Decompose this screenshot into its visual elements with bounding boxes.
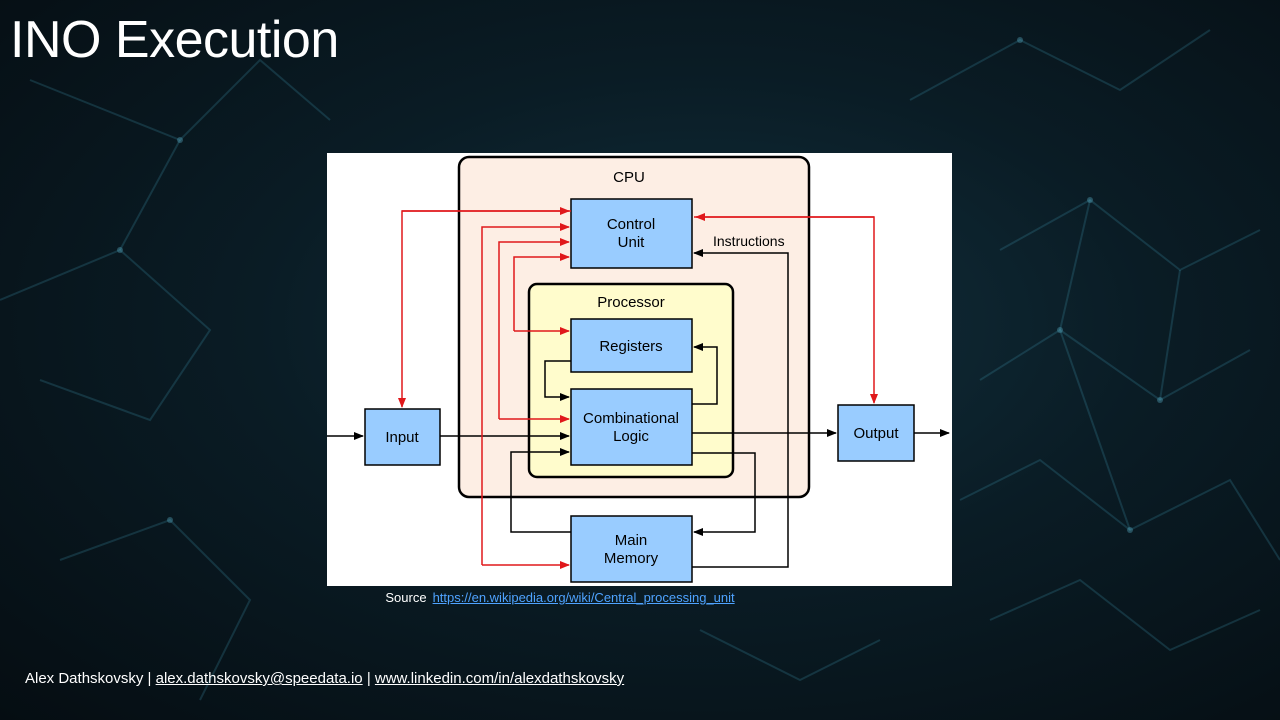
slide-title: INO Execution — [10, 11, 339, 69]
output-label: Output — [853, 425, 899, 442]
control-unit-label-line2: Unit — [618, 234, 646, 251]
registers-label: Registers — [599, 338, 662, 355]
source-label: Source — [385, 590, 427, 605]
combinational-logic-box — [570, 388, 693, 466]
footer-linkedin-link[interactable]: www.linkedin.com/in/alexdathskovsky — [374, 670, 625, 687]
combinational-logic-label-line1: Combinational — [583, 410, 679, 427]
data-flow-arrows — [327, 249, 950, 568]
source-link[interactable]: https://en.wikipedia.org/wiki/Central_pr… — [432, 590, 735, 605]
cpu-diagram: CPU Processor Control Unit Registers Com… — [327, 153, 952, 586]
input-box — [364, 408, 441, 466]
footer-email-link[interactable]: alex.dathskovsky@speedata.io — [155, 670, 363, 687]
processor-label: Processor — [597, 294, 665, 311]
footer-separator: | — [147, 670, 152, 687]
cpu-label: CPU — [613, 169, 645, 186]
main-memory-label-line2: Memory — [604, 550, 659, 567]
footer-separator: | — [366, 670, 371, 687]
main-memory-box — [570, 515, 693, 583]
input-label: Input — [385, 429, 419, 446]
footer: Alex Dathskovsky | alex.dathskovsky@spee… — [25, 670, 624, 687]
source-caption: Source https://en.wikipedia.org/wiki/Cent… — [0, 590, 1120, 605]
registers-box — [570, 318, 693, 373]
combinational-logic-label-line2: Logic — [613, 428, 649, 445]
control-unit-box — [570, 198, 693, 269]
control-signal-arrows — [398, 207, 878, 569]
footer-author: Alex Dathskovsky — [25, 670, 144, 687]
main-memory-label-line1: Main — [615, 532, 648, 549]
control-unit-label-line1: Control — [607, 216, 655, 233]
instructions-label: Instructions — [713, 233, 785, 249]
output-box — [837, 404, 915, 462]
